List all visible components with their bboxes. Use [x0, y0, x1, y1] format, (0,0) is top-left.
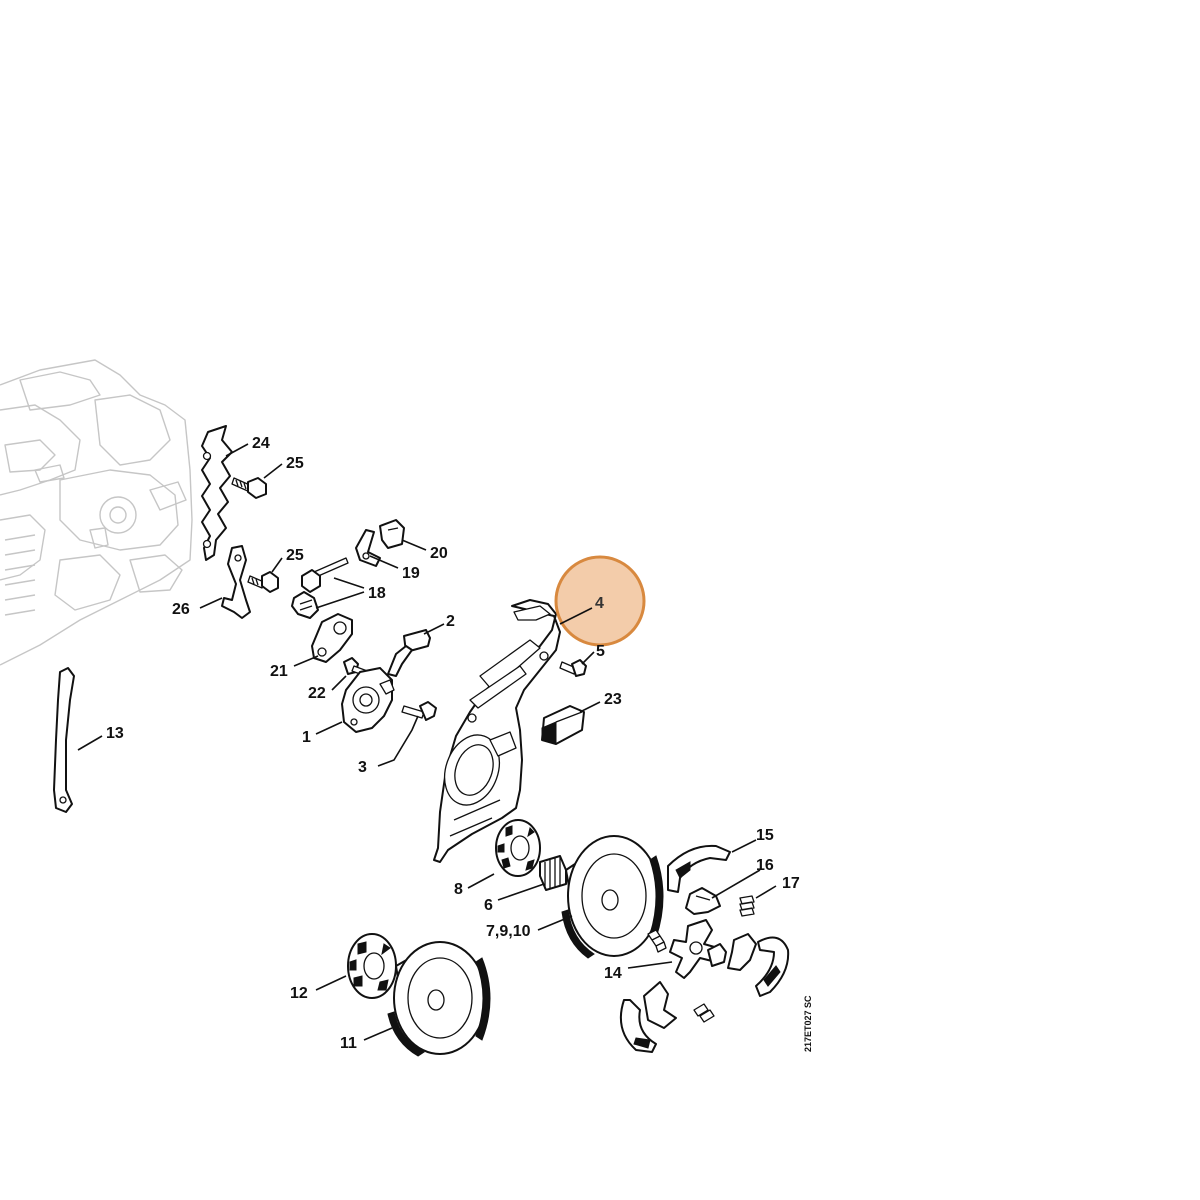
- part-26-bracket: [221, 545, 251, 619]
- part-14-clutch-assembly: [620, 919, 790, 1053]
- callout-25-lower: 25: [286, 547, 304, 564]
- drawing-code: 217ET027 SC: [803, 995, 813, 1052]
- callout-15: 15: [756, 827, 774, 844]
- part-21-worm: [311, 613, 353, 663]
- part-20-clip: [379, 519, 405, 549]
- engine-housing-ghost: [0, 359, 193, 666]
- part-11-clutch-drum: [387, 941, 491, 1057]
- callout-3: 3: [358, 759, 367, 776]
- part-25-screw-upper: [231, 477, 267, 499]
- callout-21: 21: [270, 663, 288, 680]
- callout-22: 22: [308, 685, 326, 702]
- callout-14: 14: [604, 965, 622, 982]
- part-23-slide: [541, 705, 585, 745]
- part-24-bumper-spike: [201, 425, 233, 561]
- part-12-rim-sprocket: [347, 933, 397, 999]
- callout-4: 4: [595, 595, 604, 612]
- callout-5: 5: [596, 643, 605, 660]
- part-13-rod: [53, 667, 75, 813]
- callout-labels: 24 25 20 25 19 18 26 4 2 5 21 22 23 13 1…: [106, 435, 800, 1052]
- callout-1: 1: [302, 729, 311, 746]
- callout-4-highlight: [554, 555, 646, 647]
- part-15-clutch-shoe: [667, 844, 731, 893]
- part-2-oil-hose: [387, 629, 431, 677]
- callout-16: 16: [756, 857, 774, 874]
- part-4-cover-plate: [433, 599, 561, 863]
- callout-26: 26: [172, 601, 190, 618]
- part-8-rim-sprocket: [495, 819, 541, 877]
- callout-24: 24: [252, 435, 270, 452]
- part-16-carrier: [685, 887, 721, 915]
- part-7-clutch-drum: [561, 835, 664, 959]
- callout-18: 18: [368, 585, 386, 602]
- part-19-lever: [355, 529, 381, 567]
- callout-6: 6: [484, 897, 493, 914]
- part-17-spring: [739, 895, 755, 917]
- callout-17: 17: [782, 875, 800, 892]
- part-5-screw: [559, 659, 587, 677]
- callout-13: 13: [106, 725, 124, 742]
- callout-2: 2: [446, 613, 455, 630]
- leader-lines: [77, 443, 777, 1041]
- callout-8: 8: [454, 881, 463, 898]
- part-25-screw-lower: [247, 571, 279, 593]
- part-3-screw: [401, 701, 437, 721]
- callout-19: 19: [402, 565, 420, 582]
- callout-25-upper: 25: [286, 455, 304, 472]
- callout-20: 20: [430, 545, 448, 562]
- callout-11: 11: [340, 1035, 357, 1052]
- callout-12: 12: [290, 985, 308, 1002]
- callout-7-9-10: 7,9,10: [486, 923, 531, 940]
- part-18-adjusting-screw: [291, 557, 349, 619]
- part-1-oil-pump: [341, 667, 395, 733]
- callout-23: 23: [604, 691, 622, 708]
- part-6-needle-cage: [539, 855, 567, 891]
